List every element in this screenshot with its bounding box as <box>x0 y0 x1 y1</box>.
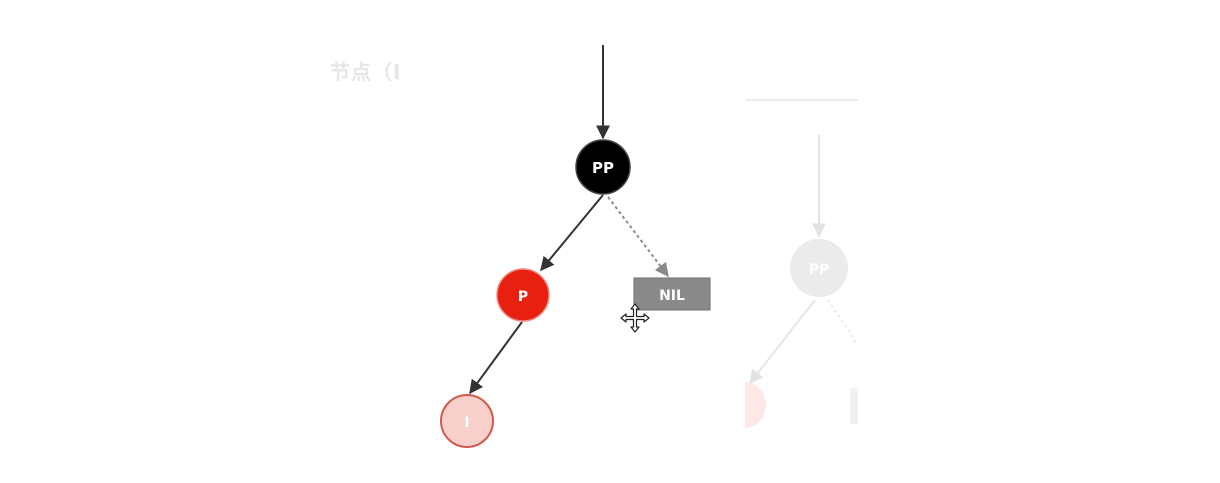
node-nil: NIL <box>633 277 711 311</box>
ghost-node-pp <box>790 239 848 297</box>
edge-pp-nil <box>607 196 669 278</box>
faded-background-title: 节点（I <box>330 60 402 84</box>
node-p-circle <box>496 268 550 322</box>
node-i-circle <box>440 394 494 448</box>
node-pp: PP <box>575 139 631 195</box>
node-pp-label: PP <box>592 159 614 177</box>
node-nil-box <box>633 277 711 311</box>
node-i-label: I <box>464 415 469 431</box>
ghost-edge-pp-p <box>749 299 816 385</box>
ghost-node-p-partial <box>745 382 766 428</box>
ghost-node-pp-label: PP <box>809 262 830 278</box>
ghost-diagram: PP <box>745 90 1220 483</box>
node-p-label: P <box>518 289 528 305</box>
edge-p-i <box>469 321 523 395</box>
ghost-edge-pp-nil <box>827 299 859 346</box>
node-pp-circle <box>575 139 631 195</box>
move-cursor-icon <box>620 303 650 333</box>
ghost-clip-mask <box>858 90 1220 483</box>
edge-pp-p <box>540 194 604 272</box>
node-p: P <box>496 268 550 322</box>
ghost-node-nil-partial <box>850 388 858 424</box>
node-nil-label: NIL <box>659 288 685 304</box>
node-i: I <box>440 394 494 448</box>
